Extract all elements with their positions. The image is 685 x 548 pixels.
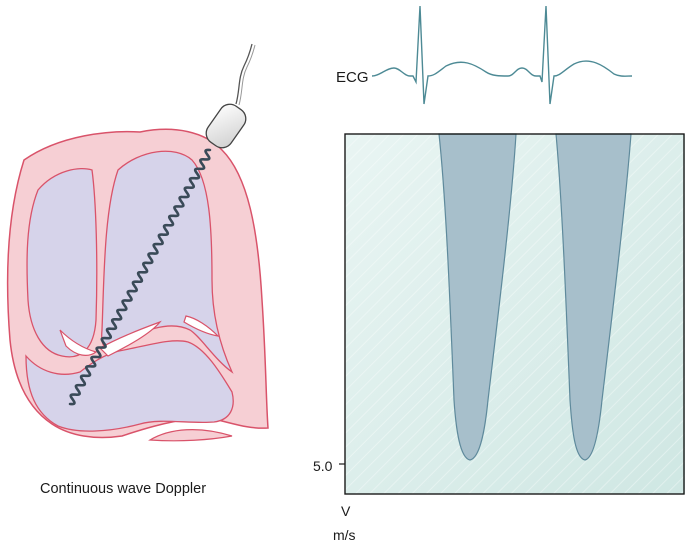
doppler-spectrum-panel [339,133,685,495]
valve-leaflet-left [59,329,98,356]
doppler-jet-2 [555,133,632,461]
valve-leaflet-right [183,315,220,337]
velocity-tick-label: 5.0 [313,458,333,474]
transducer-body [205,103,247,149]
valve-leaflet-mid [99,320,162,357]
transducer-cable-inner [238,44,256,106]
heart-illustration [6,128,269,442]
doppler-jet-1 [438,133,517,461]
transducer-icon [205,43,256,149]
doppler-beam [68,148,212,406]
velocity-axis-label: V [341,503,351,519]
spectrum-frame [344,133,685,495]
apex-wall [148,429,233,442]
diagram-caption: Continuous wave Doppler [40,481,207,497]
transducer-cable [235,43,253,105]
ecg-trace [371,5,633,105]
ecg-label: ECG [336,69,369,86]
lower-chamber [25,340,234,432]
main-chamber [101,150,234,374]
left-chamber [26,167,98,358]
velocity-axis-unit: m/s [333,527,356,543]
